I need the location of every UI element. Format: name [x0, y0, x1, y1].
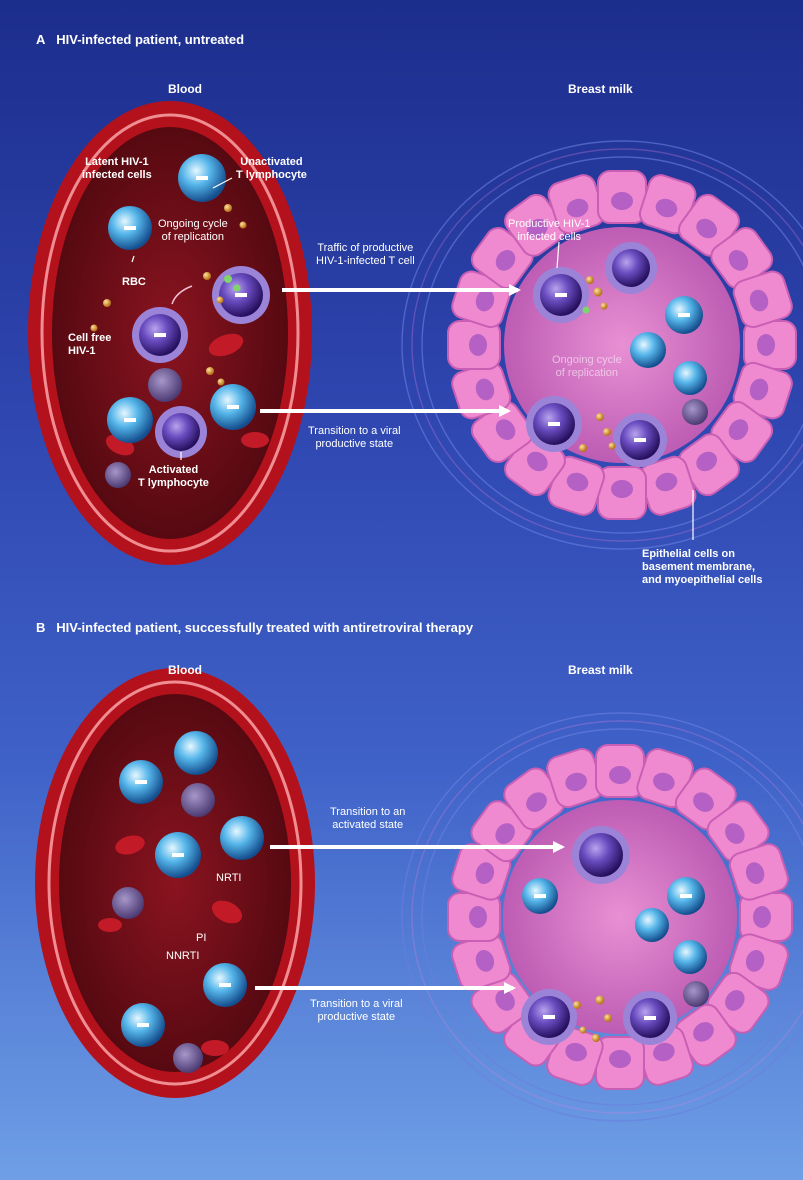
panel-b-productive-transition-label: Transition to a viral productive state — [310, 998, 403, 1024]
panel-a-epithelial-label: Epithelial cells on basement membrane, a… — [642, 548, 762, 587]
panel-a-epithelial-cell — [744, 321, 796, 369]
panel-b-title: HIV-infected patient, successfully treat… — [56, 620, 473, 635]
panel-b-heading: B HIV-infected patient, successfully tre… — [36, 620, 473, 635]
panel-a-epithelial-nucleus — [611, 480, 633, 498]
panel-a-epithelial-nucleus — [469, 334, 487, 356]
panel-b-nnrti-label: NNRTI — [166, 950, 199, 963]
panel-b-epithelial-nucleus — [753, 906, 771, 928]
panel-a-rbc-label: RBC — [122, 276, 146, 289]
panel-b-activated-transition-label: Transition to an activated state — [330, 806, 405, 832]
panel-b-epithelial-nucleus — [609, 766, 631, 784]
panel-a-epithelial-nucleus — [611, 192, 633, 210]
panel-a-epithelial-cell — [598, 171, 646, 223]
panel-a-letter: A — [36, 32, 45, 47]
panel-a-latent-label: Latent HIV-1 infected cells — [82, 156, 152, 182]
panel-a-traffic-label: Traffic of productive HIV-1-infected T c… — [316, 242, 415, 268]
panel-b-pi-label: PI — [196, 932, 206, 945]
panel-a-transition-label: Transition to a viral productive state — [308, 425, 401, 451]
panel-a-productive-label: Productive HIV-1 infected cells — [508, 218, 591, 244]
panel-b-breast-milk-label: Breast milk — [568, 663, 633, 677]
panel-a-unactivated-label: Unactivated T lymphocyte — [236, 156, 307, 182]
panel-a-title: HIV-infected patient, untreated — [56, 32, 244, 47]
panel-a-epithelial-cell — [448, 321, 500, 369]
panel-a-epithelial-nucleus — [757, 334, 775, 356]
panel-a-blood-label: Blood — [168, 82, 202, 96]
panel-a-heading: A HIV-infected patient, untreated — [36, 32, 244, 47]
panel-b-letter: B — [36, 620, 45, 635]
panel-b-nrti-label: NRTI — [216, 872, 241, 885]
panel-a-cell-free-label: Cell free HIV-1 — [68, 332, 111, 358]
panel-b-blood-label: Blood — [168, 663, 202, 677]
panel-a-epithelial-cell — [598, 467, 646, 519]
panel-b-epithelial-nucleus — [609, 1050, 631, 1068]
panel-a-ongoing-cycle-blood-label: Ongoing cycle of replication — [158, 218, 228, 244]
panel-a-activated-label: Activated T lymphocyte — [138, 464, 209, 490]
panel-b-epithelial-nucleus — [469, 906, 487, 928]
panel-b-blood-vessel — [35, 668, 315, 1098]
panel-a-breast-milk-label: Breast milk — [568, 82, 633, 96]
panel-a-ongoing-cycle-milk-label: Ongoing cycle of replication — [552, 354, 622, 380]
